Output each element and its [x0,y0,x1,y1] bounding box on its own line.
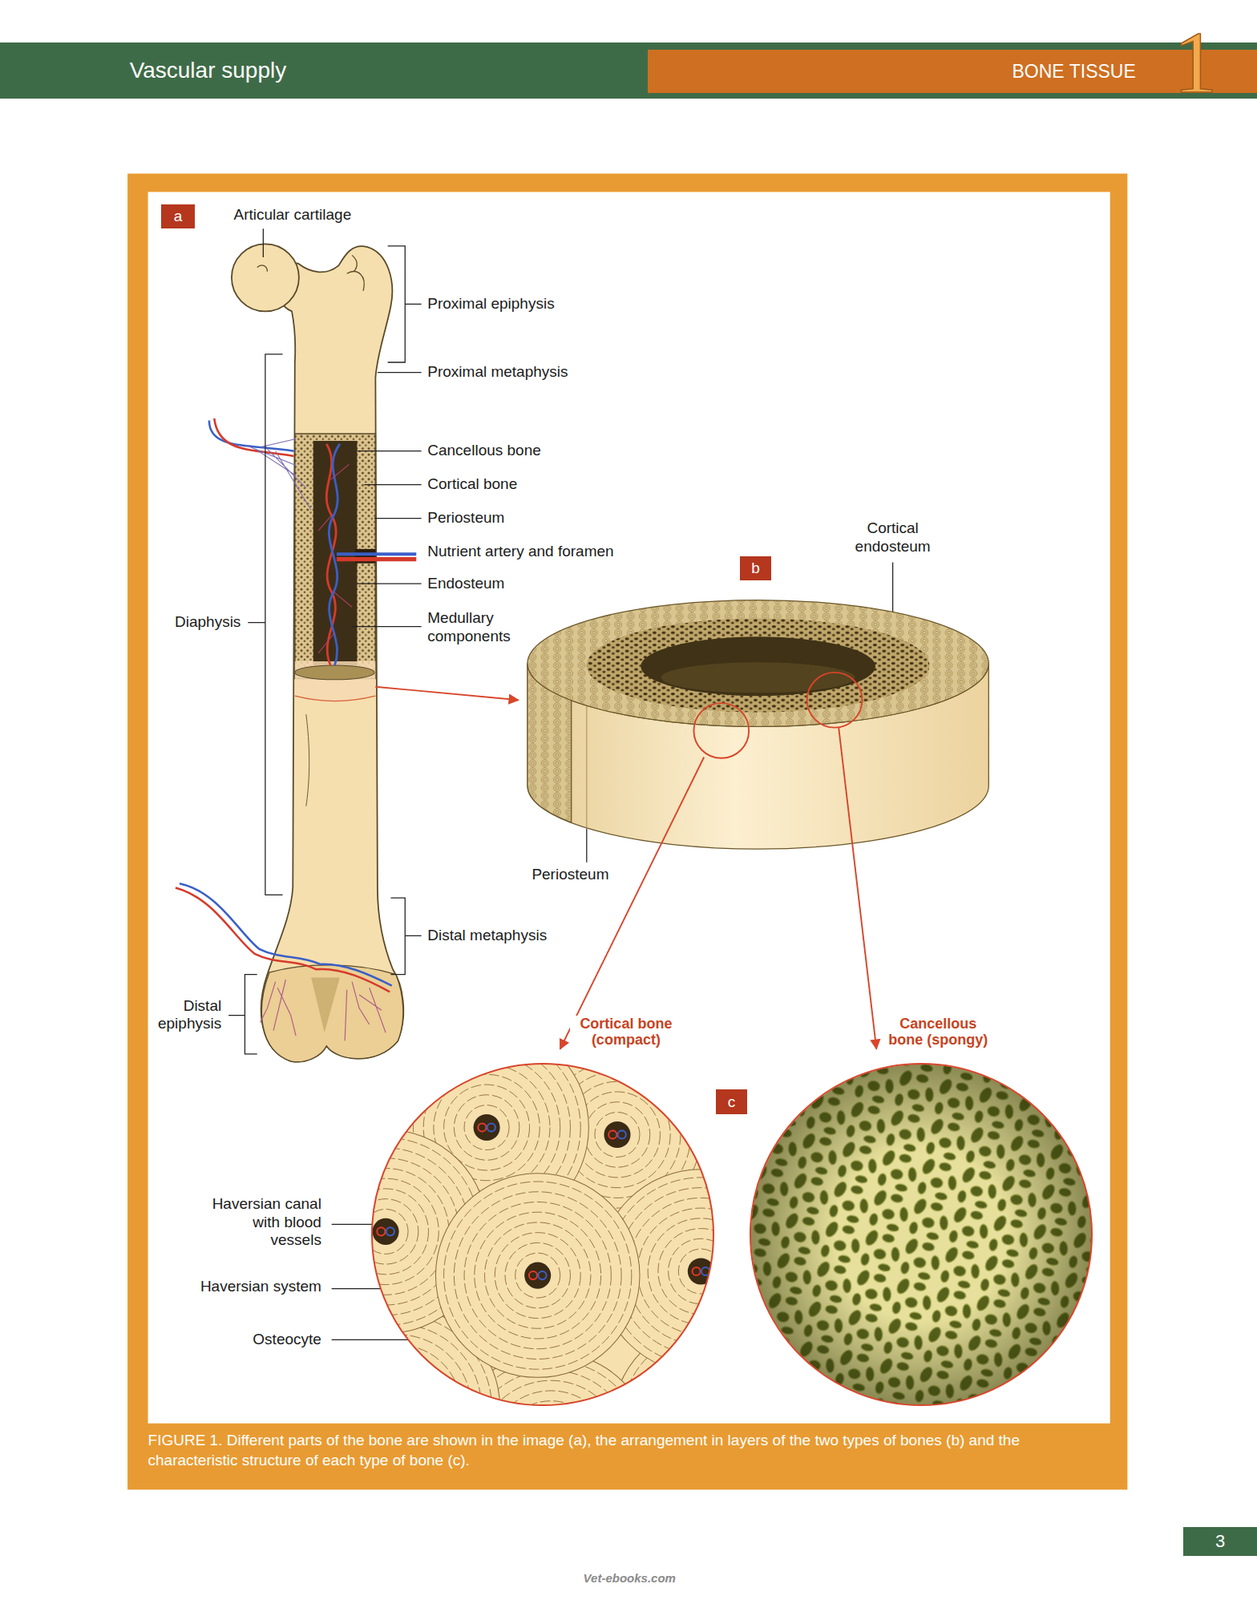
part-label: Cortical endosteum [855,519,931,554]
spongy-bone-texture [744,1061,1097,1414]
figure-frame [127,173,1128,1491]
label-slot: Proximal epiphysis [427,295,632,313]
part-label: Periosteum [427,509,505,526]
chapter-title: BONE TISSUE [1012,60,1136,82]
part-label: Distal epiphysis [157,997,222,1032]
panel-letter: c [715,1093,747,1112]
part-label: Medullary components [427,609,511,644]
part-label: Distal metaphysis [427,926,547,944]
page-number: 3 [1183,1531,1257,1552]
part-label: Proximal metaphysis [427,363,568,380]
part-label: Articular cartilage [233,206,352,223]
part-label: Cortical bone [427,475,518,493]
part-label: Diaphysis [174,613,241,631]
label-slot: Osteocyte [198,1330,322,1349]
page-number-box: 3 [1183,1527,1257,1557]
label-slot: Cortical endosteum [846,519,939,556]
panel-letter-box: b [739,556,772,582]
watermark: Vet-ebooks.com [583,1571,676,1585]
vessels [175,418,393,1041]
label-slot: Haversian system [137,1277,322,1296]
label-slot: Nutrient artery and foramen [427,542,672,561]
part-label: Endosteum [427,574,505,592]
compact-bone-circle: Cortical bone (compact) [371,1062,715,1407]
label-slot: Cortical bone [427,475,632,494]
label-slot: Periosteum [509,865,632,884]
figure-ground [148,191,1111,1423]
label-slot: Diaphysis [128,613,241,631]
part-label: Periosteum [531,865,609,883]
zoom-markers [560,672,878,1050]
chapter-band: BONE TISSUE1 [647,49,1257,93]
watermark-slot: Vet-ebooks.com [517,1571,742,1586]
label-slot: Periosteum [427,509,632,527]
part-label: Cancellous bone [427,441,542,459]
label-slot: Medullary components [427,609,530,646]
part-label: Haversian canal with blood vessels [212,1195,322,1249]
chapter-number: 1 [1173,18,1218,107]
part-label: Osteocyte [252,1330,322,1348]
femur [231,243,404,1062]
shaft-section [295,433,417,701]
panel-letter: a [161,207,195,226]
running-head: Vascular supply [129,57,287,84]
label-slot: Distal metaphysis [427,926,632,945]
header-band: Vascular supply BONE TISSUE1 [0,42,1257,99]
circle-heading: Cancellous bone (spongy) [881,1015,995,1049]
part-label: Proximal epiphysis [427,295,554,312]
panel-letter-box: c [715,1089,747,1115]
label-slot: Distal epiphysis [145,997,222,1034]
spongy-bone-circle: Cancellous bone (spongy) [749,1062,1093,1407]
label-slot: Haversian canal with blood vessels [198,1195,322,1249]
part-label: Haversian system [200,1277,322,1295]
label-slot: Cancellous bone [427,441,632,460]
compact-bone-texture [283,1005,817,1557]
panel-letter: b [739,559,772,578]
label-slot: Proximal metaphysis [427,363,632,381]
label-slot: Articular cartilage [233,206,407,224]
panel-letter-box: a [161,204,195,230]
figure-caption: FIGURE 1. Different parts of the bone ar… [148,1430,1113,1471]
bone-ring [527,600,989,850]
part-label: Nutrient artery and foramen [427,542,614,560]
label-slot: Endosteum [427,574,632,593]
section-arrow [375,687,518,701]
circle-heading: Cortical bone (compact) [569,1015,683,1049]
